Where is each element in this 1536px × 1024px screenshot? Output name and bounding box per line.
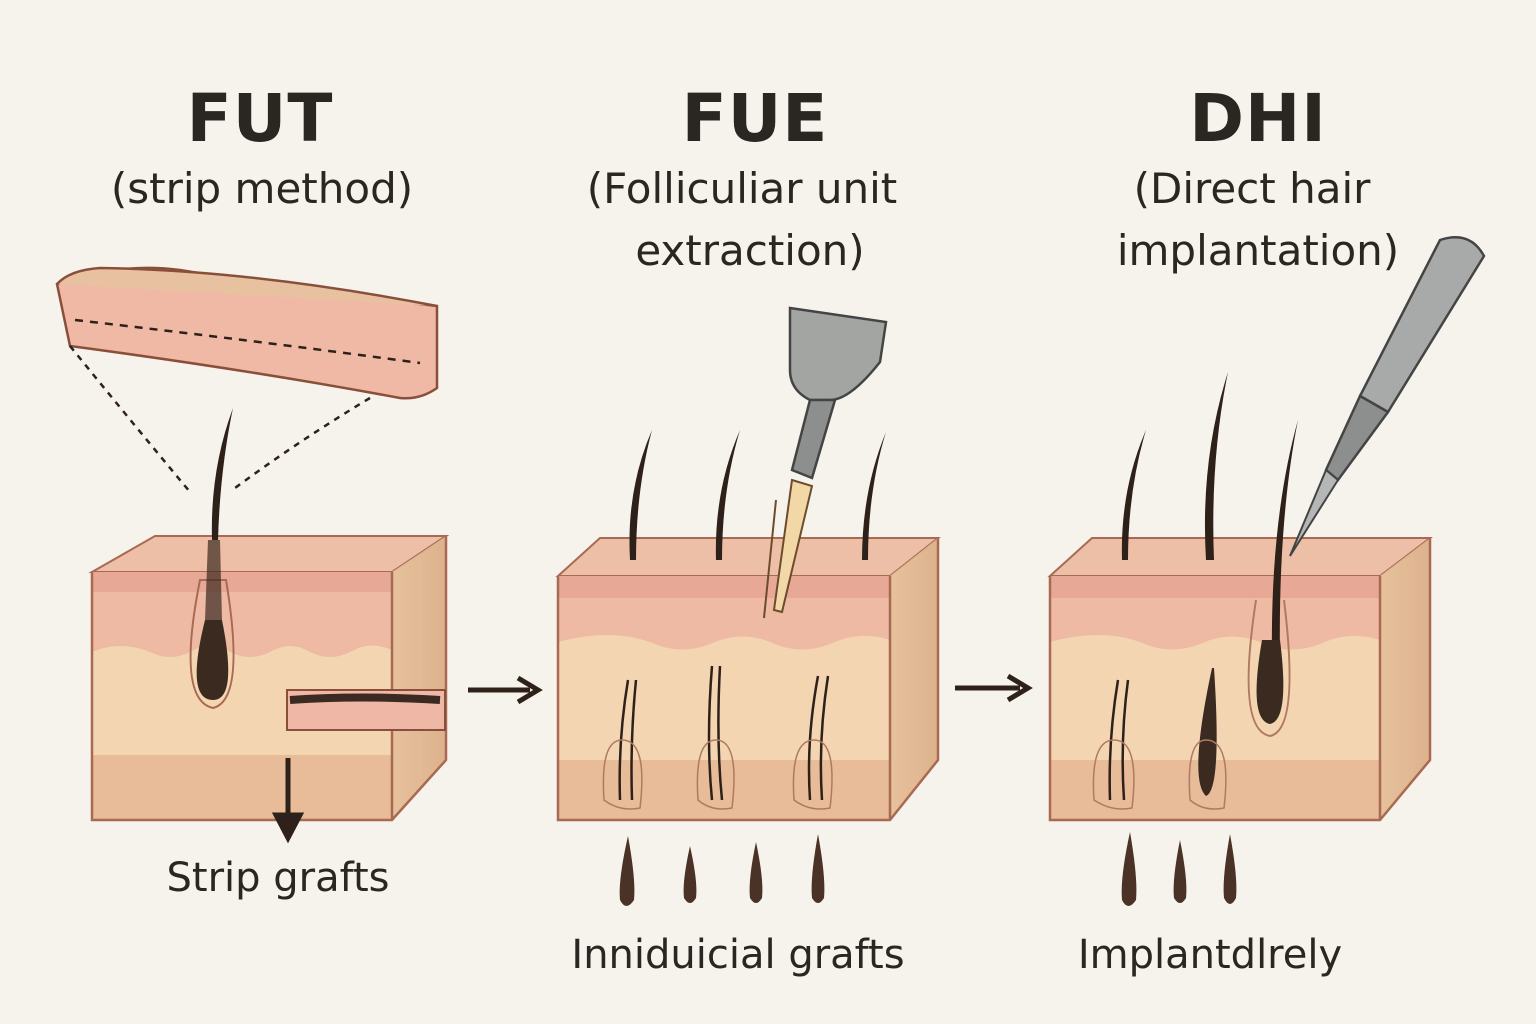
fue-grafts: [619, 834, 825, 906]
fue-subtitle-line1: (Folliculiar unit: [586, 164, 898, 213]
dhi-skin-block: [1047, 372, 1433, 822]
fue-skin-block: [555, 430, 941, 822]
dhi-subtitle-line2: implantation): [1116, 226, 1400, 275]
arrow-fue-to-dhi-icon: [955, 673, 1033, 703]
dhi-subtitle-line1: (Direct hair: [1133, 164, 1371, 213]
dhi-caption: Implantdlrely: [1077, 932, 1343, 978]
dhi-implanter-pen: [1289, 236, 1486, 557]
fut-strip: [55, 266, 439, 493]
fue-caption: Inniduicial grafts: [571, 932, 905, 978]
dhi-title: DHI: [1189, 80, 1327, 157]
fue-subtitle-line2: extraction): [635, 226, 865, 275]
fue-punch-tool: [763, 306, 888, 619]
dhi-grafts: [1121, 832, 1237, 906]
arrow-fut-to-fue-icon: [468, 675, 543, 705]
fue-title: FUE: [681, 80, 829, 157]
fut-title: FUT: [186, 80, 334, 157]
fut-caption: Strip grafts: [166, 855, 390, 901]
fut-subtitle: (strip method): [110, 164, 414, 213]
fut-down-arrow: [271, 758, 305, 844]
fut-skin-block: [88, 408, 450, 822]
